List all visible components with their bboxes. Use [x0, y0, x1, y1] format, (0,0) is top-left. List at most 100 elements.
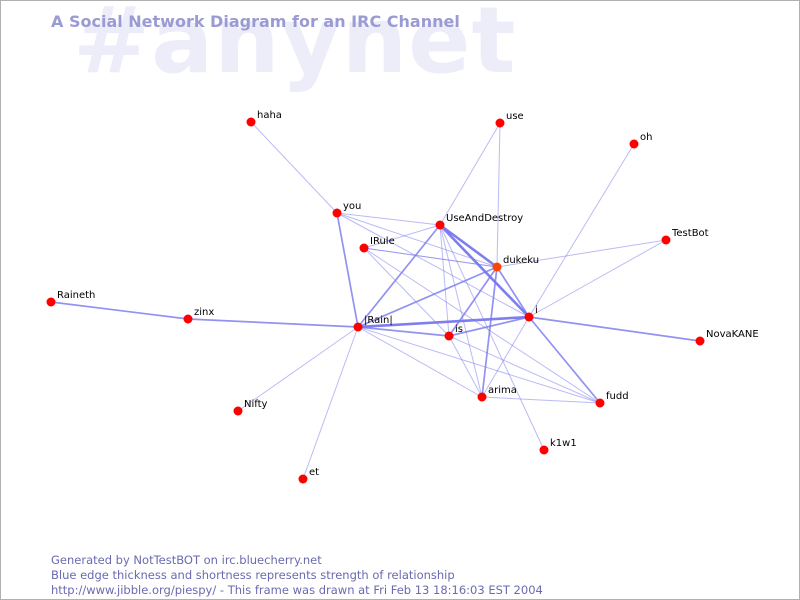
node-label: fudd: [606, 391, 629, 402]
edge-is-arima: [448, 335, 483, 398]
node-dot: [595, 398, 605, 408]
edge-dukeku-is: [448, 266, 498, 337]
node-label: |Rain|: [364, 315, 393, 326]
edge-rain-fudd: [357, 326, 601, 404]
edge-useanddestroy-k1w1: [439, 224, 545, 451]
node-dot: [477, 392, 487, 402]
node-zinx: zinx: [183, 307, 214, 324]
node-dot: [46, 297, 56, 307]
edge-raineth-zinx: [50, 301, 189, 320]
edge-rain-is: [357, 326, 450, 337]
edge-dukeku-arima: [481, 266, 498, 398]
node-dot: [629, 139, 639, 149]
node-label: use: [506, 111, 524, 122]
edge-dukeku-rain: [357, 266, 498, 328]
node-dot: [359, 243, 369, 253]
footer-legend-note: Blue edge thickness and shortness repres…: [51, 568, 455, 582]
edge-useanddestroy-is: [439, 224, 450, 337]
diagram-title: A Social Network Diagram for an IRC Chan…: [51, 12, 460, 31]
edge-oh-i: [528, 143, 635, 318]
node-label: arima: [488, 385, 517, 396]
edge-i-arima: [481, 316, 530, 398]
edge-rain-arima: [357, 326, 483, 398]
node-label: oh: [640, 132, 652, 143]
node-dot: [695, 336, 705, 346]
node-label: dukeku: [503, 255, 539, 266]
footer-url-timestamp: http://www.jibble.org/piespy/ - This fra…: [51, 583, 543, 597]
node-dot: [332, 208, 342, 218]
node-et: et: [298, 467, 319, 484]
edge-arima-fudd: [481, 396, 601, 404]
edge-zinx-rain: [187, 318, 359, 328]
node-irule: IRule: [359, 236, 395, 253]
node-dot: [183, 314, 193, 324]
edge-useanddestroy-arima: [439, 224, 483, 398]
edge-rain-nifty: [237, 326, 359, 412]
node-label: i: [535, 305, 538, 316]
node-dot: [298, 474, 308, 484]
node-dot: [353, 322, 363, 332]
edge-you-i: [336, 212, 530, 318]
edge-layer: [50, 121, 701, 480]
node-label: UseAndDestroy: [446, 213, 523, 224]
node-fudd: fudd: [595, 391, 629, 408]
edge-testbot-dukeku: [496, 239, 667, 268]
node-dukeku: dukeku: [492, 255, 539, 272]
node-k1w1: k1w1: [539, 438, 577, 455]
edge-irule-fudd: [363, 247, 601, 404]
node-dot: [492, 262, 502, 272]
node-dot: [435, 220, 445, 230]
node-label: NovaKANE: [706, 329, 759, 340]
edge-is-i: [448, 316, 530, 337]
edge-useanddestroy-dukeku: [439, 223, 498, 269]
node-label: k1w1: [550, 438, 577, 449]
edge-useanddestroy-i: [439, 224, 530, 318]
node-label: is: [455, 324, 463, 335]
node-useanddestroy: UseAndDestroy: [435, 213, 523, 230]
node-dot: [246, 117, 256, 127]
node-dot: [495, 118, 505, 128]
footer: Generated by NotTestBOT on irc.bluecherr…: [51, 553, 543, 598]
node-label: IRule: [370, 236, 395, 247]
node-nifty: Nifty: [233, 399, 268, 416]
node-i: i: [524, 305, 538, 322]
edge-dukeku-i: [496, 266, 530, 318]
channel-watermark: #anynet: [73, 0, 517, 94]
node-label: Raineth: [57, 290, 95, 301]
node-novakane: NovaKANE: [695, 329, 759, 346]
edge-rain-i: [357, 315, 530, 329]
edge-dukeku-irule: [363, 247, 498, 268]
edge-use-useanddestroy: [439, 122, 501, 226]
edge-useanddestroy-rain: [357, 224, 441, 328]
edge-irule-useanddestroy: [363, 224, 441, 249]
edge-you-rain: [336, 212, 359, 328]
node-label: zinx: [194, 307, 214, 318]
edge-rain-et: [302, 326, 359, 480]
edge-you-useanddestroy: [336, 212, 441, 226]
node-dot: [539, 445, 549, 455]
node-dot: [661, 235, 671, 245]
node-use: use: [495, 111, 524, 128]
edge-i-fudd: [528, 316, 601, 404]
edge-i-novakane: [528, 316, 701, 342]
node-label: TestBot: [671, 228, 709, 239]
node-label: et: [309, 467, 319, 478]
node-testbot: TestBot: [661, 228, 709, 245]
edge-testbot-i: [528, 239, 667, 318]
edge-is-fudd: [448, 335, 601, 404]
node-dot: [524, 312, 534, 322]
node-label: Nifty: [244, 399, 268, 410]
node-is: is: [444, 324, 463, 341]
node-label: haha: [257, 110, 282, 121]
edge-haha-you: [250, 121, 338, 214]
node-haha: haha: [246, 110, 282, 127]
node-you: you: [332, 201, 361, 218]
node-dot: [444, 331, 454, 341]
footer-generated-by: Generated by NotTestBOT on irc.bluecherr…: [51, 553, 322, 567]
edge-use-dukeku: [496, 122, 501, 268]
node-arima: arima: [477, 385, 517, 402]
node-oh: oh: [629, 132, 652, 149]
